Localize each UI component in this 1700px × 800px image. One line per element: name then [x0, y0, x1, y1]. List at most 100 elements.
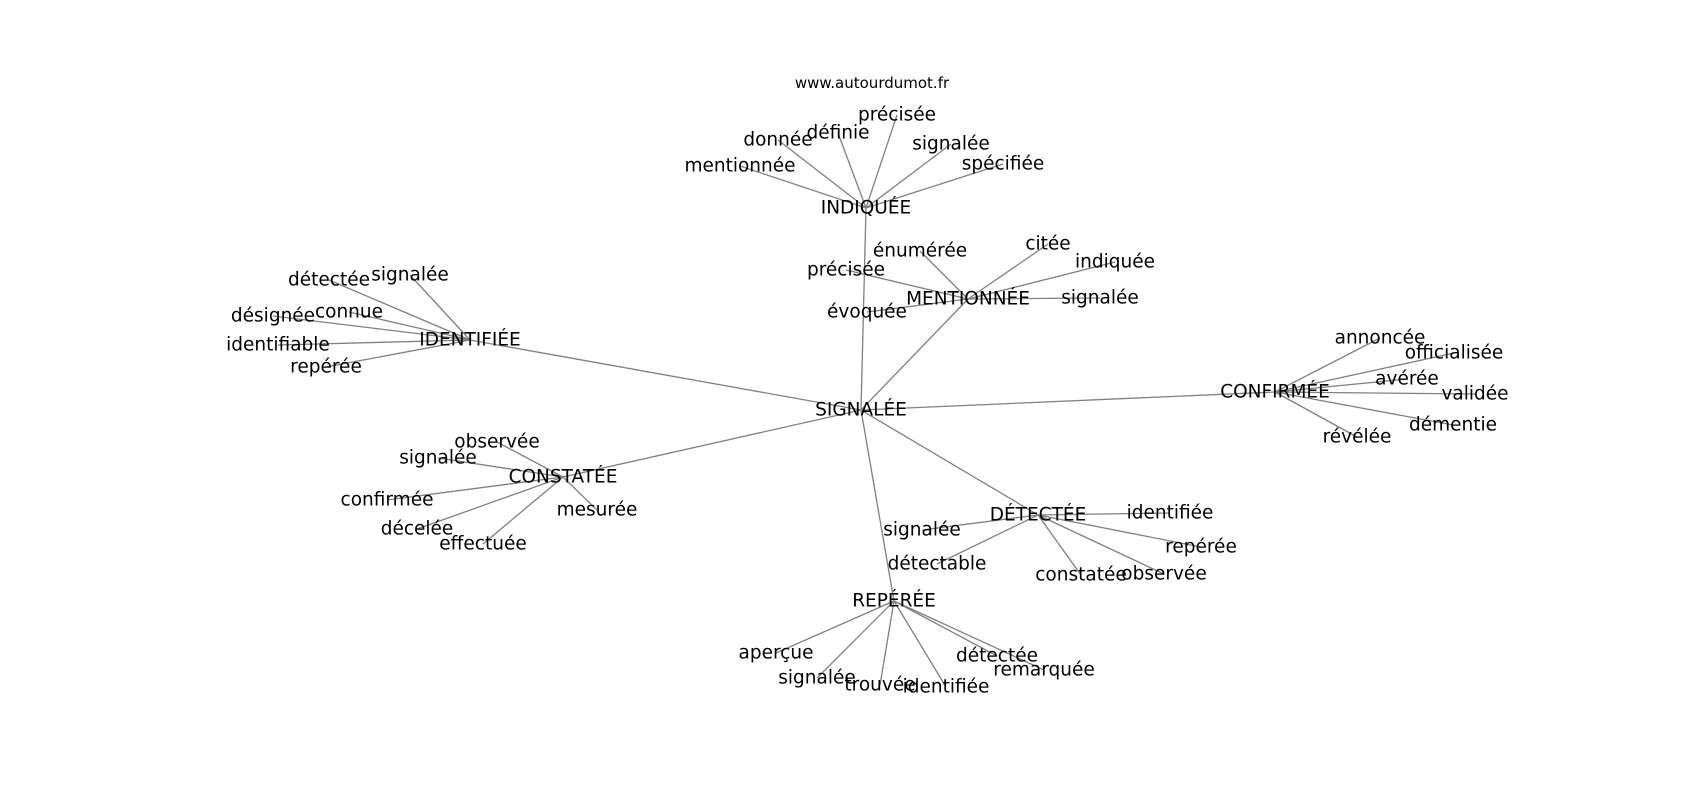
- edge-confirmee-revelee: [1274, 391, 1358, 438]
- edge-root-detectee: [860, 409, 1039, 516]
- leaf-node-reperee-detectee[interactable]: détectée: [956, 646, 1038, 667]
- leaf-node-detectee-identifiee[interactable]: identifiée: [1127, 503, 1214, 524]
- edge-identifiee-designee: [272, 315, 471, 341]
- leaf-node-constatee-observee[interactable]: observée: [454, 432, 539, 453]
- edge-indiquee-precisee: [865, 114, 898, 209]
- edge-root-indiquee: [860, 207, 867, 411]
- edge-identifiee-signalee: [409, 274, 471, 341]
- edge-root-identifiee: [469, 339, 862, 411]
- leaf-node-confirmee-revelee[interactable]: révélée: [1323, 427, 1392, 448]
- leaf-node-constatee-effectuee[interactable]: effectuée: [439, 534, 526, 555]
- leaf-node-mentionnee-signalee[interactable]: signalée: [1061, 288, 1139, 309]
- edge-detectee-detectable: [936, 514, 1039, 565]
- root-node[interactable]: SIGNALÉE: [815, 399, 907, 421]
- edge-reperee-signalee: [816, 600, 895, 679]
- hub-node-reperee[interactable]: REPÉRÉE: [852, 590, 936, 612]
- leaf-node-reperee-remarquee[interactable]: remarquée: [993, 660, 1094, 681]
- edge-constatee-effectuee: [482, 476, 564, 545]
- edge-identifiee-identifiable: [277, 339, 471, 346]
- edge-detectee-signalee: [921, 514, 1039, 531]
- leaf-node-constatee-confirmee[interactable]: confirmée: [341, 490, 434, 511]
- edge-root-mentionnee: [860, 298, 969, 411]
- graph-nodes: SIGNALÉEINDIQUÉEmentionnéedonnéedéfiniep…: [226, 105, 1508, 698]
- leaf-node-mentionnee-evoquee[interactable]: évoquée: [827, 302, 907, 323]
- leaf-node-reperee-apercue[interactable]: aperçue: [739, 643, 814, 664]
- leaf-node-detectee-signalee[interactable]: signalée: [883, 520, 961, 541]
- leaf-node-indiquee-definie[interactable]: définie: [806, 123, 869, 144]
- edge-detectee-constatee: [1037, 514, 1082, 576]
- edge-mentionnee-signalee: [967, 297, 1101, 300]
- leaf-node-identifiee-designee[interactable]: désignée: [231, 306, 315, 327]
- leaf-node-constatee-mesuree[interactable]: mesurée: [557, 500, 638, 521]
- leaf-node-confirmee-validee[interactable]: validée: [1441, 384, 1508, 405]
- edge-mentionnee-enumeree: [919, 250, 969, 300]
- edge-reperee-trouvee: [879, 600, 895, 686]
- leaf-node-confirmee-officialisee[interactable]: officialisée: [1405, 343, 1504, 364]
- edge-constatee-signalee: [437, 457, 564, 478]
- leaf-node-indiquee-mentionnee[interactable]: mentionnée: [684, 156, 795, 177]
- leaf-node-identifiee-connue[interactable]: connue: [315, 302, 383, 323]
- hub-node-identifiee[interactable]: IDENTIFIÉE: [419, 329, 520, 351]
- leaf-node-reperee-signalee[interactable]: signalée: [778, 668, 856, 689]
- edge-constatee-decelee: [416, 476, 564, 530]
- hub-node-confirmee[interactable]: CONFIRMÉE: [1220, 381, 1330, 403]
- hub-node-indiquee[interactable]: INDIQUÉE: [821, 197, 911, 219]
- edge-reperee-identifiee: [893, 600, 947, 688]
- leaf-node-detectee-constatee[interactable]: constatée: [1035, 565, 1126, 586]
- edge-confirmee-validee: [1274, 391, 1476, 395]
- edge-indiquee-donnee: [777, 139, 867, 209]
- edge-mentionnee-indiquee: [967, 261, 1116, 300]
- edge-root-confirmee: [860, 391, 1276, 411]
- leaf-node-detectee-detectable[interactable]: détectable: [888, 554, 987, 575]
- hub-node-detectee[interactable]: DÉTECTÉE: [990, 504, 1087, 526]
- leaf-node-indiquee-donnee[interactable]: donnée: [743, 130, 812, 151]
- leaf-node-reperee-trouvee[interactable]: trouvée: [844, 675, 915, 696]
- edge-constatee-observee: [496, 441, 564, 478]
- edge-identifiee-connue: [348, 311, 471, 341]
- edge-identifiee-detectee: [328, 279, 471, 341]
- leaf-node-identifiee-identifiable[interactable]: identifiable: [226, 335, 330, 356]
- edge-indiquee-specifiee: [865, 163, 1004, 209]
- edge-mentionnee-precisee: [845, 269, 969, 300]
- edge-constatee-confirmee: [386, 476, 564, 501]
- source-watermark: www.autourdumot.fr: [795, 74, 950, 92]
- leaf-node-mentionnee-citee[interactable]: citée: [1025, 234, 1070, 255]
- leaf-node-constatee-signalee[interactable]: signalée: [399, 448, 477, 469]
- edge-mentionnee-evoquee: [866, 298, 969, 313]
- hub-node-mentionnee[interactable]: MENTIONNÉE: [906, 288, 1030, 310]
- edge-mentionnee-citee: [967, 243, 1049, 300]
- edge-indiquee-mentionnee: [739, 165, 867, 209]
- edge-reperee-detectee: [893, 600, 998, 657]
- edge-indiquee-signalee: [865, 143, 952, 209]
- edge-detectee-identifiee: [1037, 512, 1171, 516]
- edge-constatee-mesuree: [562, 476, 598, 511]
- edge-root-reperee: [860, 409, 895, 602]
- leaf-node-confirmee-annoncee[interactable]: annoncée: [1335, 328, 1426, 349]
- leaf-node-mentionnee-indiquee[interactable]: indiquée: [1075, 252, 1155, 273]
- leaf-node-indiquee-signalee[interactable]: signalée: [912, 134, 990, 155]
- edge-confirmee-dementie: [1274, 391, 1454, 426]
- edge-detectee-reperee: [1037, 514, 1202, 548]
- edge-reperee-apercue: [775, 600, 895, 654]
- leaf-node-detectee-observee[interactable]: observée: [1121, 564, 1206, 585]
- leaf-node-identifiee-signalee[interactable]: signalée: [371, 265, 449, 286]
- leaf-node-confirmee-dementie[interactable]: démentie: [1409, 415, 1497, 436]
- leaf-node-identifiee-reperee[interactable]: repérée: [290, 357, 362, 378]
- leaf-node-identifiee-detectee[interactable]: détectée: [288, 270, 370, 291]
- leaf-node-indiquee-specifiee[interactable]: spécifiée: [962, 154, 1045, 175]
- leaf-node-indiquee-precisee[interactable]: précisée: [858, 105, 936, 126]
- edge-detectee-observee: [1037, 514, 1165, 575]
- graph-edges: [272, 114, 1476, 688]
- hub-node-constatee[interactable]: CONSTATÉE: [509, 466, 618, 488]
- edge-confirmee-annoncee: [1274, 337, 1381, 393]
- edge-indiquee-definie: [837, 132, 867, 209]
- edge-identifiee-reperee: [325, 339, 471, 368]
- leaf-node-detectee-reperee[interactable]: repérée: [1165, 537, 1237, 558]
- leaf-node-mentionnee-enumeree[interactable]: énumérée: [873, 241, 967, 262]
- leaf-node-mentionnee-precisee[interactable]: précisée: [807, 260, 885, 281]
- edge-root-constatee: [562, 409, 862, 478]
- edge-confirmee-averee: [1274, 378, 1408, 393]
- leaf-node-reperee-identifiee[interactable]: identifiée: [903, 677, 990, 698]
- leaf-node-confirmee-averee[interactable]: avérée: [1375, 369, 1439, 390]
- leaf-node-constatee-decelee[interactable]: décelée: [381, 519, 454, 540]
